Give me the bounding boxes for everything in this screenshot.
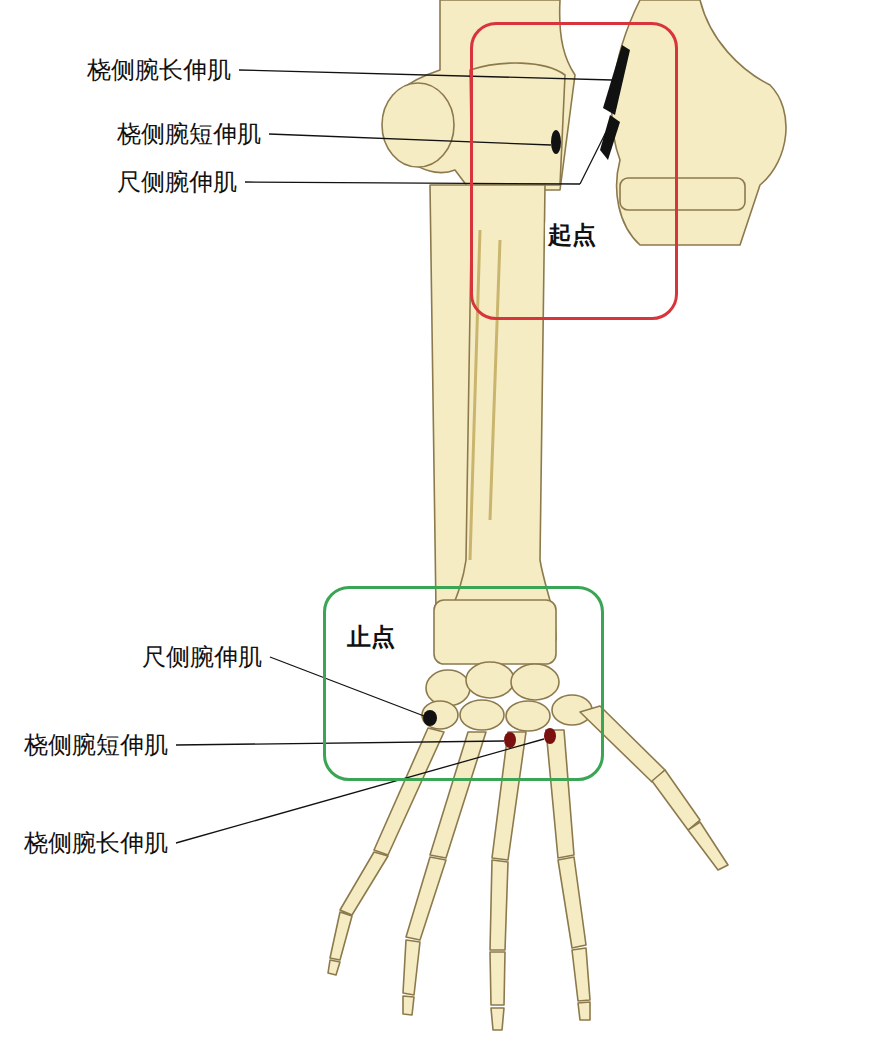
carpal	[506, 701, 550, 731]
leader-line	[176, 741, 504, 745]
leader-line	[239, 70, 612, 80]
muscle-label: 尺侧腕伸肌	[140, 644, 264, 670]
leader-line	[176, 739, 544, 843]
olecranon	[612, 0, 786, 245]
phalanx	[328, 852, 388, 975]
leader-line	[269, 134, 551, 145]
carpal	[466, 662, 514, 698]
region-label: 止点	[344, 623, 398, 651]
phalanx	[403, 857, 446, 1015]
phalanx	[490, 860, 508, 1030]
thumb-phalanx	[652, 770, 728, 870]
epicondyle	[382, 83, 454, 167]
insertion-region: 止点	[323, 586, 604, 781]
muscle-label: 桡侧腕长伸肌	[85, 57, 233, 83]
leader-line	[270, 657, 424, 716]
origin-region: 起点	[470, 22, 678, 320]
attachment-mark	[551, 130, 561, 154]
thumb-metacarpal	[580, 706, 665, 782]
carpal	[460, 700, 504, 730]
metacarpal	[546, 730, 574, 858]
ulna-head	[620, 178, 745, 210]
attachment-mark	[423, 710, 437, 726]
metacarpal	[430, 732, 486, 858]
carpal	[426, 670, 470, 706]
muscle-label: 尺侧腕伸肌	[115, 169, 239, 195]
leader-line	[245, 182, 580, 184]
radius-shaft	[440, 185, 556, 640]
radius-head	[470, 63, 565, 185]
muscle-label: 桡侧腕长伸肌	[22, 830, 170, 856]
muscle-label: 桡侧腕短伸肌	[22, 732, 170, 758]
metacarpal	[492, 732, 526, 860]
phalanx	[558, 857, 590, 1020]
carpal	[422, 701, 458, 729]
carpal	[511, 664, 559, 700]
attachment-mark	[544, 728, 556, 744]
muscle-label: 桡侧腕短伸肌	[115, 121, 263, 147]
attachment-mark	[504, 732, 516, 748]
leader-line	[580, 132, 606, 184]
distal-radius	[434, 600, 556, 664]
metacarpal	[374, 728, 444, 855]
region-label: 起点	[545, 221, 599, 249]
